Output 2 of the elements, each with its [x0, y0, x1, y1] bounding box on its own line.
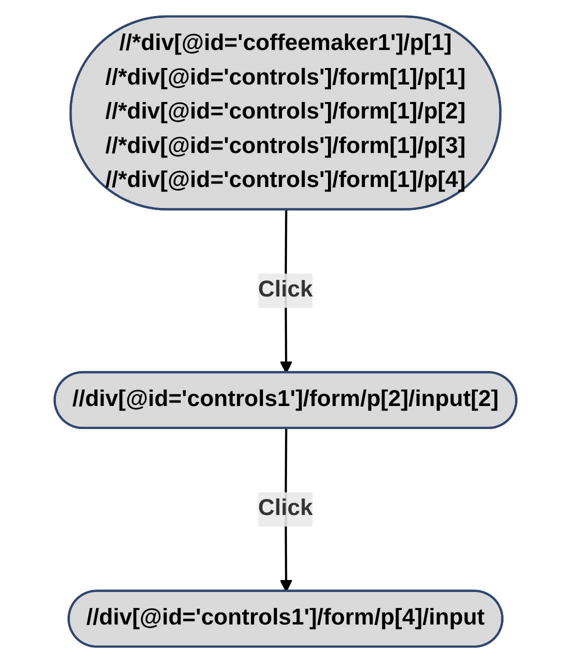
edge-label: Click	[258, 496, 313, 521]
edge-label: Click	[258, 278, 313, 302]
